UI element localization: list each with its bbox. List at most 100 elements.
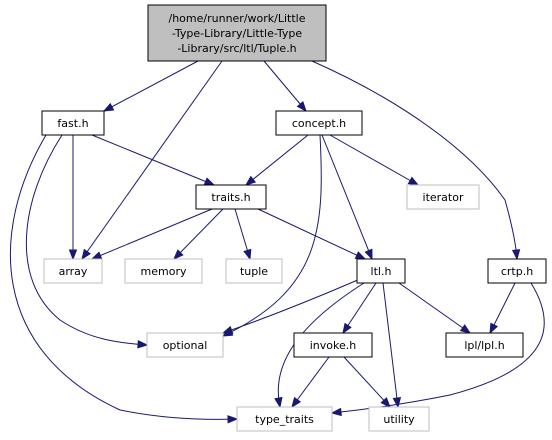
node-crtp-h[interactable]: crtp.h bbox=[487, 258, 547, 284]
node-label: utility bbox=[383, 413, 415, 426]
edge-ltl-h-to-optional bbox=[221, 278, 361, 334]
edge-invoke-h-to-utility bbox=[343, 356, 391, 409]
edge-line bbox=[321, 134, 373, 260]
node-label: -Library/src/ltl/Tuple.h bbox=[177, 42, 296, 55]
edge-traits-h-to-tuple bbox=[234, 208, 252, 261]
edge-line bbox=[222, 278, 361, 334]
node-label: crtp.h bbox=[501, 265, 533, 278]
arrowhead bbox=[90, 251, 103, 260]
arrowhead bbox=[173, 249, 184, 260]
edge-line bbox=[343, 356, 391, 408]
node-label: -Type-Library/Little-Type bbox=[172, 27, 302, 40]
arrowhead bbox=[342, 322, 352, 335]
node-label: optional bbox=[163, 339, 208, 352]
node-label: traits.h bbox=[211, 191, 250, 204]
arrowhead bbox=[354, 251, 367, 260]
edge-line bbox=[257, 208, 366, 260]
arrowhead bbox=[380, 397, 391, 409]
node-box bbox=[275, 110, 363, 136]
edge-fast-h-to-array bbox=[68, 135, 78, 261]
arrowhead bbox=[221, 325, 234, 334]
edge-line bbox=[311, 60, 518, 260]
edge-traits-h-to-memory bbox=[173, 208, 224, 260]
edge-line bbox=[91, 208, 213, 260]
arrowhead bbox=[489, 322, 499, 335]
node-box bbox=[406, 184, 480, 210]
edge-line bbox=[263, 60, 307, 112]
node-box bbox=[225, 258, 283, 284]
edge-line bbox=[173, 208, 224, 260]
edge-line bbox=[329, 134, 419, 186]
edge-tuple-h-to-concept-h bbox=[263, 60, 307, 113]
node-label: fast.h bbox=[57, 117, 88, 130]
edge-line bbox=[222, 134, 322, 337]
edge-crtp-h-to-type-traits bbox=[330, 282, 545, 417]
arrowhead bbox=[407, 176, 420, 186]
node-label: memory bbox=[141, 265, 187, 278]
edge-line bbox=[25, 134, 148, 346]
arrowhead bbox=[102, 102, 115, 112]
node-label: invoke.h bbox=[310, 339, 357, 352]
node-label: array bbox=[59, 265, 88, 278]
node-invoke-h[interactable]: invoke.h bbox=[293, 332, 373, 358]
node-label: lpl/lpl.h bbox=[464, 339, 504, 352]
arrowhead bbox=[459, 324, 472, 334]
edge-fast-h-to-type-traits bbox=[9, 134, 239, 424]
edge-ltl-h-to-utility bbox=[382, 282, 402, 409]
node-tuple: tuple bbox=[225, 258, 283, 284]
node-box bbox=[146, 332, 224, 358]
edge-line bbox=[342, 282, 377, 334]
arrowhead bbox=[296, 101, 307, 113]
node-label: tuple bbox=[240, 265, 268, 278]
edge-invoke-h-to-type-traits bbox=[291, 356, 330, 409]
arrowhead bbox=[68, 249, 78, 261]
edge-line bbox=[291, 356, 330, 408]
arrowhead bbox=[244, 175, 257, 186]
node-label: /home/runner/work/Little bbox=[169, 12, 306, 25]
arrowhead bbox=[364, 248, 373, 261]
edge-line bbox=[103, 60, 199, 112]
edge-tuple-h-to-crtp-h bbox=[311, 60, 521, 261]
node-box bbox=[41, 110, 105, 136]
edge-crtp-h-to-lpl-h bbox=[489, 282, 516, 335]
node-box bbox=[445, 332, 524, 358]
node-label: type_traits bbox=[255, 413, 314, 426]
edge-line bbox=[382, 282, 399, 408]
node-type-traits: type_traits bbox=[236, 406, 333, 432]
arrowhead bbox=[511, 249, 521, 261]
node-box bbox=[368, 406, 430, 432]
arrowhead bbox=[274, 396, 283, 409]
arrowhead bbox=[137, 340, 149, 349]
node-box bbox=[43, 258, 103, 284]
arrowhead bbox=[330, 407, 342, 417]
node-box bbox=[236, 406, 333, 432]
arrowhead bbox=[81, 248, 91, 261]
node-utility: utility bbox=[368, 406, 430, 432]
node-traits-h[interactable]: traits.h bbox=[195, 184, 267, 210]
node-concept-h[interactable]: concept.h bbox=[275, 110, 363, 136]
arrowhead bbox=[227, 415, 239, 424]
arrowhead bbox=[291, 396, 302, 409]
edge-tuple-h-to-fast-h bbox=[102, 60, 199, 112]
edge-concept-h-to-optional bbox=[221, 134, 322, 337]
arrowhead bbox=[203, 177, 216, 186]
node-array: array bbox=[43, 258, 103, 284]
arrowhead bbox=[243, 248, 252, 261]
node-iterator: iterator bbox=[406, 184, 480, 210]
edge-ltl-h-to-invoke-h bbox=[342, 282, 377, 335]
node-ltl-h[interactable]: ltl.h bbox=[356, 258, 406, 284]
edge-traits-h-to-array bbox=[90, 208, 213, 260]
edge-line bbox=[277, 282, 365, 408]
edge-traits-h-to-ltl-h bbox=[257, 208, 367, 260]
edge-fast-h-to-traits-h bbox=[91, 134, 216, 186]
node-optional: optional bbox=[146, 332, 224, 358]
node-lpl-h[interactable]: lpl/lpl.h bbox=[445, 332, 524, 358]
edge-fast-h-to-optional bbox=[25, 134, 149, 349]
node-label: concept.h bbox=[292, 117, 346, 130]
node-tuple-h[interactable]: /home/runner/work/Little -Type-Library/Li… bbox=[147, 4, 327, 62]
edge-line bbox=[331, 282, 545, 414]
node-box bbox=[356, 258, 406, 284]
edge-line bbox=[91, 134, 215, 186]
node-fast-h[interactable]: fast.h bbox=[41, 110, 105, 136]
